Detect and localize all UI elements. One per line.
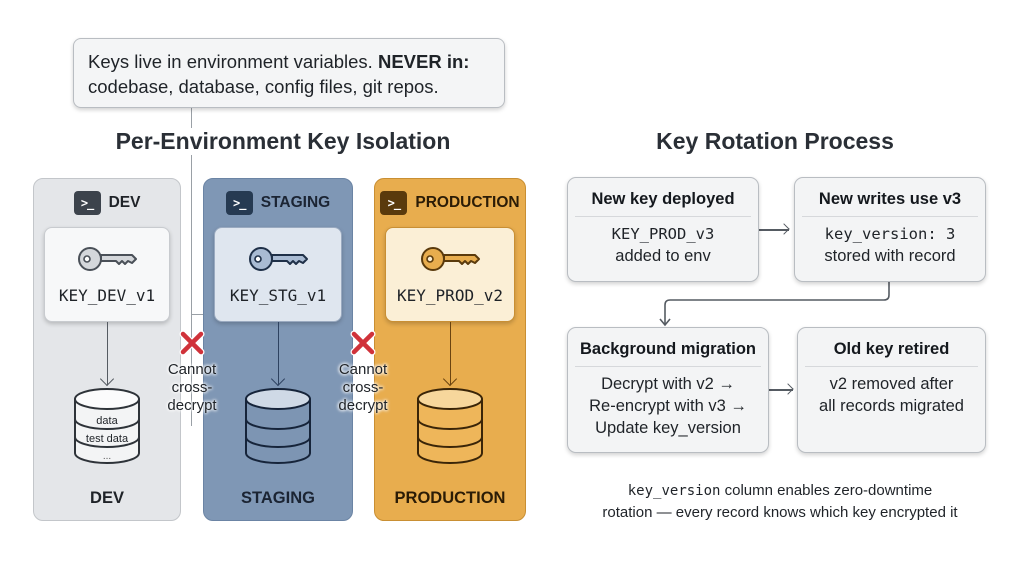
- x-mark-icon: [350, 330, 376, 356]
- step-line: v2 removed after: [829, 375, 954, 393]
- step-divider: [805, 366, 978, 367]
- footnote-text: column enables zero-downtime: [720, 482, 933, 499]
- step-line: Update key_version: [595, 419, 741, 437]
- rotation-step-retired: Old key retired v2 removed after all rec…: [797, 327, 986, 453]
- step-body: key_version: 3 stored with record: [795, 217, 985, 267]
- database-icon: [245, 388, 311, 464]
- key-card: KEY_PROD_v2: [385, 227, 515, 322]
- footnote-code: key_version: [627, 483, 721, 499]
- env-header-label: PRODUCTION: [415, 194, 520, 211]
- step-divider: [575, 366, 761, 367]
- arrow-head-icon: [778, 223, 790, 235]
- storage-rule-note: Keys live in environment variables. NEVE…: [73, 38, 505, 108]
- step-line: key_version: 3: [824, 225, 956, 243]
- terminal-icon: >_: [225, 191, 253, 215]
- step-title: New writes use v3: [818, 190, 962, 208]
- key-icon: [78, 247, 137, 271]
- step-title: Old key retired: [833, 340, 950, 358]
- warning-line: Cannot: [338, 361, 388, 378]
- database-icon: [417, 388, 483, 464]
- terminal-icon: >_: [380, 191, 408, 215]
- terminal-icon: >_: [73, 191, 101, 215]
- step-body: KEY_PROD_v3 added to env: [568, 217, 758, 267]
- cross-decrypt-warning: Cannot cross- decrypt: [326, 361, 400, 415]
- x-mark-icon: [179, 330, 205, 356]
- rotation-step-migration: Background migration Decrypt with v2 → R…: [567, 327, 769, 453]
- step-line: added to env: [615, 247, 711, 265]
- flow-arrow-2-3: [659, 281, 890, 327]
- step-line: all records migrated: [819, 397, 964, 415]
- cross-decrypt-warning: Cannot cross- decrypt: [155, 361, 229, 415]
- env-panel-production: >_ PRODUCTION KEY_PROD_v2 PRODUCTION: [374, 178, 526, 521]
- step-divider: [575, 216, 751, 217]
- rotation-step-new-key: New key deployed KEY_PROD_v3 added to en…: [567, 177, 759, 282]
- warning-line: decrypt: [167, 397, 217, 414]
- env-footer-label: DEV: [90, 489, 124, 507]
- key-to-db-arrow: [450, 322, 451, 385]
- database-icon: data test data ...: [74, 388, 140, 464]
- key-name: KEY_PROD_v2: [397, 286, 503, 305]
- db-row-label: test data: [86, 433, 129, 445]
- note-connector-branch: [191, 314, 211, 315]
- step-body: Decrypt with v2 → Re-encrypt with v3 → U…: [568, 367, 768, 439]
- warning-line: Cannot: [167, 361, 217, 378]
- key-card: KEY_STG_v1: [214, 227, 342, 322]
- step-line: KEY_PROD_v3: [611, 225, 715, 243]
- isolation-title: Per-Environment Key Isolation: [104, 128, 462, 155]
- note-emphasis: NEVER in:: [377, 51, 470, 72]
- env-panel-staging: >_ STAGING KEY_STG_v1 STAGING: [203, 178, 353, 521]
- note-text-before: Keys live in environment variables.: [88, 51, 378, 72]
- step-body: v2 removed after all records migrated: [798, 367, 985, 417]
- env-header: >_ PRODUCTION: [375, 191, 525, 215]
- step-title: Background migration: [579, 340, 756, 358]
- env-header-label: DEV: [108, 194, 141, 211]
- env-panel-dev: >_ DEV KEY_DEV_v1 data test data ... DEV: [33, 178, 181, 521]
- key-card: KEY_DEV_v1: [44, 227, 170, 322]
- step-title: New key deployed: [591, 190, 735, 208]
- warning-line: decrypt: [338, 397, 388, 414]
- db-row-label: data: [96, 415, 118, 427]
- key-to-db-arrow: [107, 322, 108, 385]
- key-icon: [421, 247, 480, 271]
- env-header-label: STAGING: [260, 194, 331, 211]
- arrow-head-icon: [782, 383, 794, 395]
- rotation-step-new-writes: New writes use v3 key_version: 3 stored …: [794, 177, 986, 282]
- env-footer-label: STAGING: [241, 489, 315, 507]
- step-line: Decrypt with v2 →: [601, 375, 735, 393]
- step-divider: [802, 216, 978, 217]
- footnote-line-1: key_version column enables zero-downtime: [560, 480, 1000, 502]
- footnote-line-2: rotation — every record knows which key …: [602, 504, 958, 521]
- env-header: >_ DEV: [34, 191, 180, 215]
- flow-arrow-3-4: [769, 389, 793, 391]
- warning-line: cross-: [171, 379, 213, 396]
- key-name: KEY_DEV_v1: [58, 286, 156, 305]
- rotation-title: Key Rotation Process: [600, 128, 950, 155]
- env-header: >_ STAGING: [204, 191, 352, 215]
- key-name: KEY_STG_v1: [229, 286, 327, 305]
- env-footer-label: PRODUCTION: [394, 489, 506, 507]
- rotation-footnote: key_version column enables zero-downtime…: [560, 480, 1000, 524]
- note-text-after: codebase, database, config files, git re…: [88, 76, 439, 97]
- step-line: stored with record: [824, 247, 956, 265]
- db-row-label: ...: [103, 451, 111, 462]
- step-line: Re-encrypt with v3 →: [589, 397, 747, 415]
- key-icon: [249, 247, 308, 271]
- note-connector-line: [191, 108, 192, 426]
- key-to-db-arrow: [278, 322, 279, 385]
- warning-line: cross-: [342, 379, 384, 396]
- flow-arrow-1-2: [759, 229, 789, 231]
